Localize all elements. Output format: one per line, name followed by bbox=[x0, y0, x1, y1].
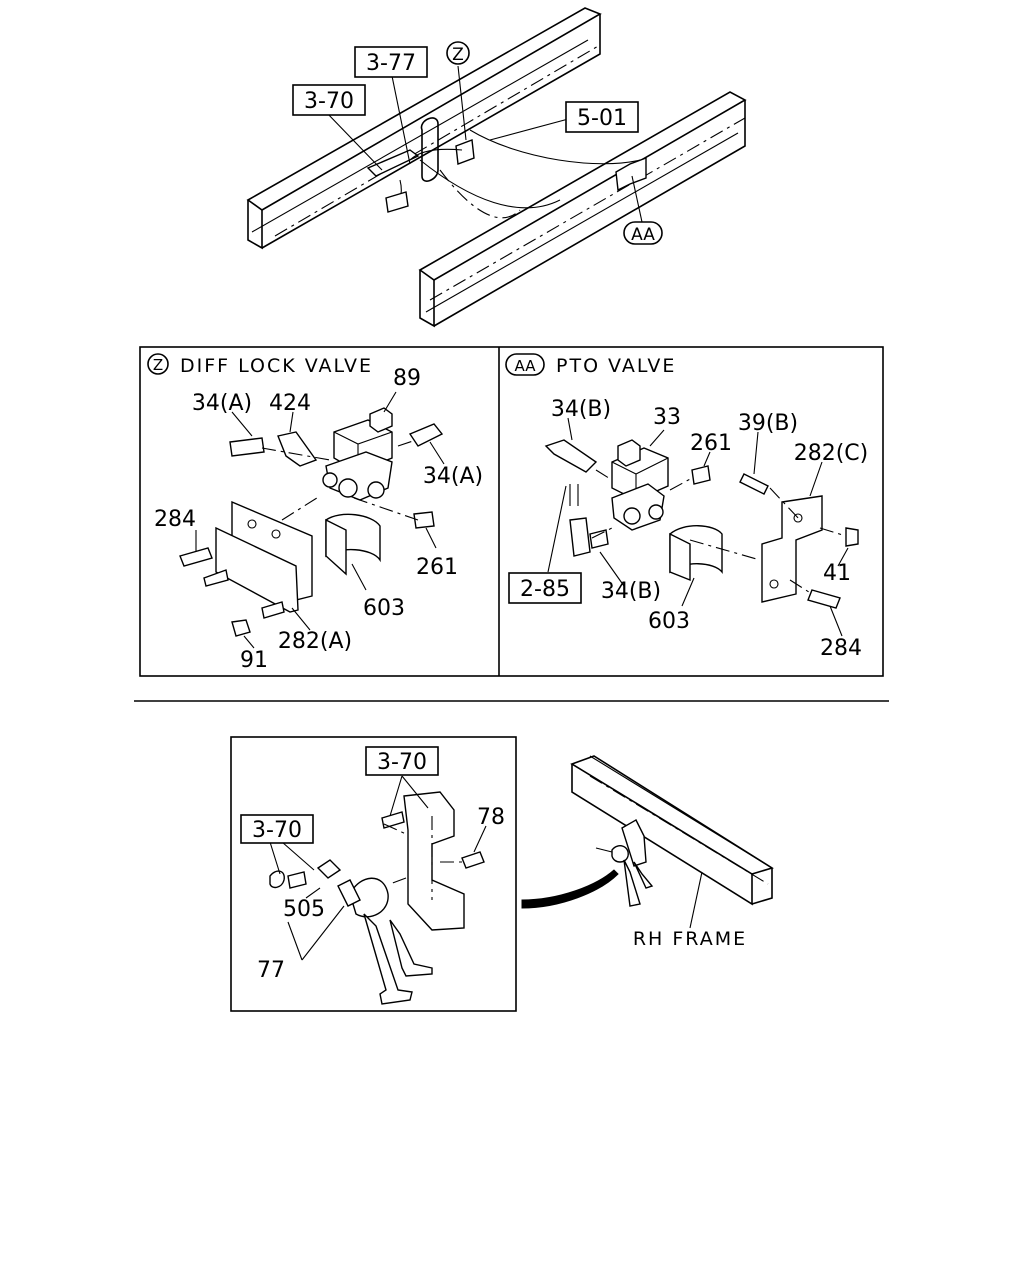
pto-valve-panel: AA PTO VALVE 34(B) 33 261 39(B) 28 bbox=[505, 353, 869, 661]
leader-arrow bbox=[521, 869, 619, 909]
label-261-pto: 261 bbox=[690, 431, 732, 456]
horn-trumpet-2 bbox=[389, 919, 433, 977]
label-282a: 282(A) bbox=[278, 629, 352, 654]
bolt-284 bbox=[179, 547, 213, 567]
bracket-282c bbox=[761, 495, 823, 603]
bolt-3-70 bbox=[381, 811, 405, 829]
ref-box-3-70-horn-top: 3-70 bbox=[365, 746, 439, 776]
marker-z-top: Z bbox=[446, 41, 470, 65]
label-424: 424 bbox=[269, 391, 311, 416]
ref-3-77-label: 3-77 bbox=[366, 51, 416, 76]
diff-lock-valve-panel: Z DIFF LOCK VALVE 89 34(A) 424 bbox=[147, 353, 483, 673]
bolt-39b bbox=[739, 473, 769, 495]
ref-2-85-label: 2-85 bbox=[520, 577, 570, 602]
label-39b: 39(B) bbox=[738, 411, 798, 436]
fitting-34b-bottom bbox=[569, 517, 591, 557]
plug-261-pto bbox=[691, 465, 711, 485]
label-78: 78 bbox=[477, 805, 505, 830]
rh-frame-label: RH FRAME bbox=[633, 928, 747, 950]
label-91: 91 bbox=[240, 648, 268, 673]
ref-box-3-77: 3-77 bbox=[354, 46, 428, 78]
ref-box-2-85: 2-85 bbox=[508, 572, 582, 604]
marker-z-panel-label: Z bbox=[153, 356, 163, 374]
marker-z-label: Z bbox=[452, 45, 464, 65]
ref-box-5-01: 5-01 bbox=[565, 101, 639, 133]
label-261: 261 bbox=[416, 555, 458, 580]
marker-aa-panel bbox=[505, 353, 545, 376]
label-284: 284 bbox=[154, 507, 196, 532]
ref-3-70-label: 3-70 bbox=[304, 89, 354, 114]
label-603-pto: 603 bbox=[648, 609, 690, 634]
bolt-284-pto bbox=[807, 589, 841, 609]
ref-5-01-label: 5-01 bbox=[577, 106, 627, 131]
fitting-34a-left bbox=[229, 437, 265, 457]
nut-91 bbox=[231, 619, 251, 637]
label-34b-bottom: 34(B) bbox=[601, 579, 661, 604]
horn-trumpet-1 bbox=[363, 913, 413, 1005]
label-603: 603 bbox=[363, 596, 405, 621]
ref-box-3-70-top: 3-70 bbox=[292, 84, 366, 116]
marker-aa-panel-label: AA bbox=[515, 357, 537, 375]
label-34a-right: 34(A) bbox=[423, 464, 483, 489]
label-41: 41 bbox=[823, 561, 851, 586]
elbow-505 bbox=[316, 859, 342, 879]
label-34a-left: 34(A) bbox=[192, 391, 252, 416]
nut-41 bbox=[845, 527, 859, 547]
ref-3-70-horn-left-label: 3-70 bbox=[252, 818, 302, 843]
ref-3-70-horn-top-label: 3-70 bbox=[377, 750, 427, 775]
fitting-34b-top bbox=[544, 439, 598, 473]
label-284-pto: 284 bbox=[820, 636, 862, 661]
valve-panels-frame bbox=[139, 346, 884, 677]
label-505: 505 bbox=[283, 897, 325, 922]
horn-detail: 3-70 3-70 78 505 77 bbox=[240, 746, 505, 1005]
horn-bracket bbox=[403, 791, 465, 931]
label-34b-top: 34(B) bbox=[551, 397, 611, 422]
marker-aa-label: AA bbox=[631, 225, 655, 245]
diff-lock-title: DIFF LOCK VALVE bbox=[180, 355, 373, 377]
label-282c: 282(C) bbox=[794, 441, 869, 466]
elbow-424 bbox=[277, 431, 318, 467]
label-89: 89 bbox=[393, 366, 421, 391]
label-33: 33 bbox=[653, 405, 681, 430]
marker-z-panel bbox=[147, 353, 169, 375]
ref-box-3-70-horn-left: 3-70 bbox=[240, 814, 314, 844]
bolt-78 bbox=[461, 851, 485, 869]
fitting-34a-right bbox=[408, 423, 444, 447]
plug-261 bbox=[413, 511, 435, 529]
marker-aa-top: AA bbox=[623, 221, 663, 245]
rh-frame-view: RH FRAME bbox=[521, 755, 774, 950]
horn-detail-frame bbox=[230, 736, 517, 1012]
label-77: 77 bbox=[257, 958, 285, 983]
pto-title: PTO VALVE bbox=[556, 355, 676, 377]
pipe-2-85 bbox=[569, 484, 579, 506]
chassis-frame-view bbox=[246, 7, 747, 328]
